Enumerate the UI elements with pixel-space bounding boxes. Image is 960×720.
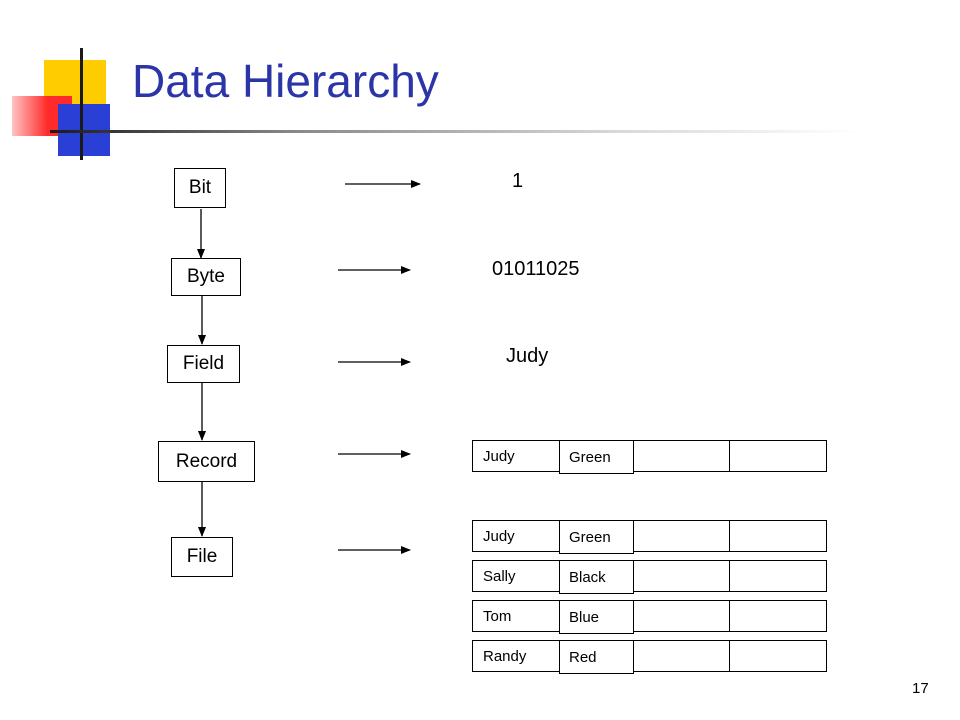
record-cell-name: Judy: [472, 440, 560, 472]
file-cell-color: Green: [559, 520, 634, 554]
field-example-value: Judy: [506, 345, 549, 367]
file-cell-color: Blue: [559, 600, 634, 634]
file-record-row: Judy Green: [472, 520, 827, 554]
file-cell-empty: [729, 600, 827, 632]
file-cell-color: Black: [559, 560, 634, 594]
level-field-box: Field: [167, 345, 240, 383]
byte-example-value: 01011025: [492, 258, 580, 280]
file-cell-empty: [633, 560, 730, 592]
level-record-box: Record: [158, 441, 255, 482]
record-cell-empty: [729, 440, 827, 472]
file-cell-empty: [729, 520, 827, 552]
file-cell-empty: [729, 640, 827, 672]
decor-vertical-line: [80, 48, 83, 160]
file-cell-empty: [633, 600, 730, 632]
file-record-row: Sally Black: [472, 560, 827, 594]
file-record-row: Tom Blue: [472, 600, 827, 634]
file-cell-name: Judy: [472, 520, 560, 552]
file-record-row: Randy Red: [472, 640, 827, 674]
record-cell-empty: [633, 440, 730, 472]
bit-example-value: 1: [512, 170, 524, 192]
file-cell-empty: [729, 560, 827, 592]
page-number: 17: [912, 680, 929, 697]
record-example-row: Judy Green: [472, 440, 827, 474]
level-byte-box: Byte: [171, 258, 241, 296]
file-cell-name: Randy: [472, 640, 560, 672]
level-file-box: File: [171, 537, 233, 577]
record-cell-color: Green: [559, 440, 634, 474]
file-cell-empty: [633, 640, 730, 672]
slide-title: Data Hierarchy: [132, 55, 439, 107]
file-cell-color: Red: [559, 640, 634, 674]
file-cell-name: Sally: [472, 560, 560, 592]
level-bit-box: Bit: [174, 168, 226, 208]
file-cell-empty: [633, 520, 730, 552]
decor-title-underline: [50, 130, 860, 133]
file-cell-name: Tom: [472, 600, 560, 632]
